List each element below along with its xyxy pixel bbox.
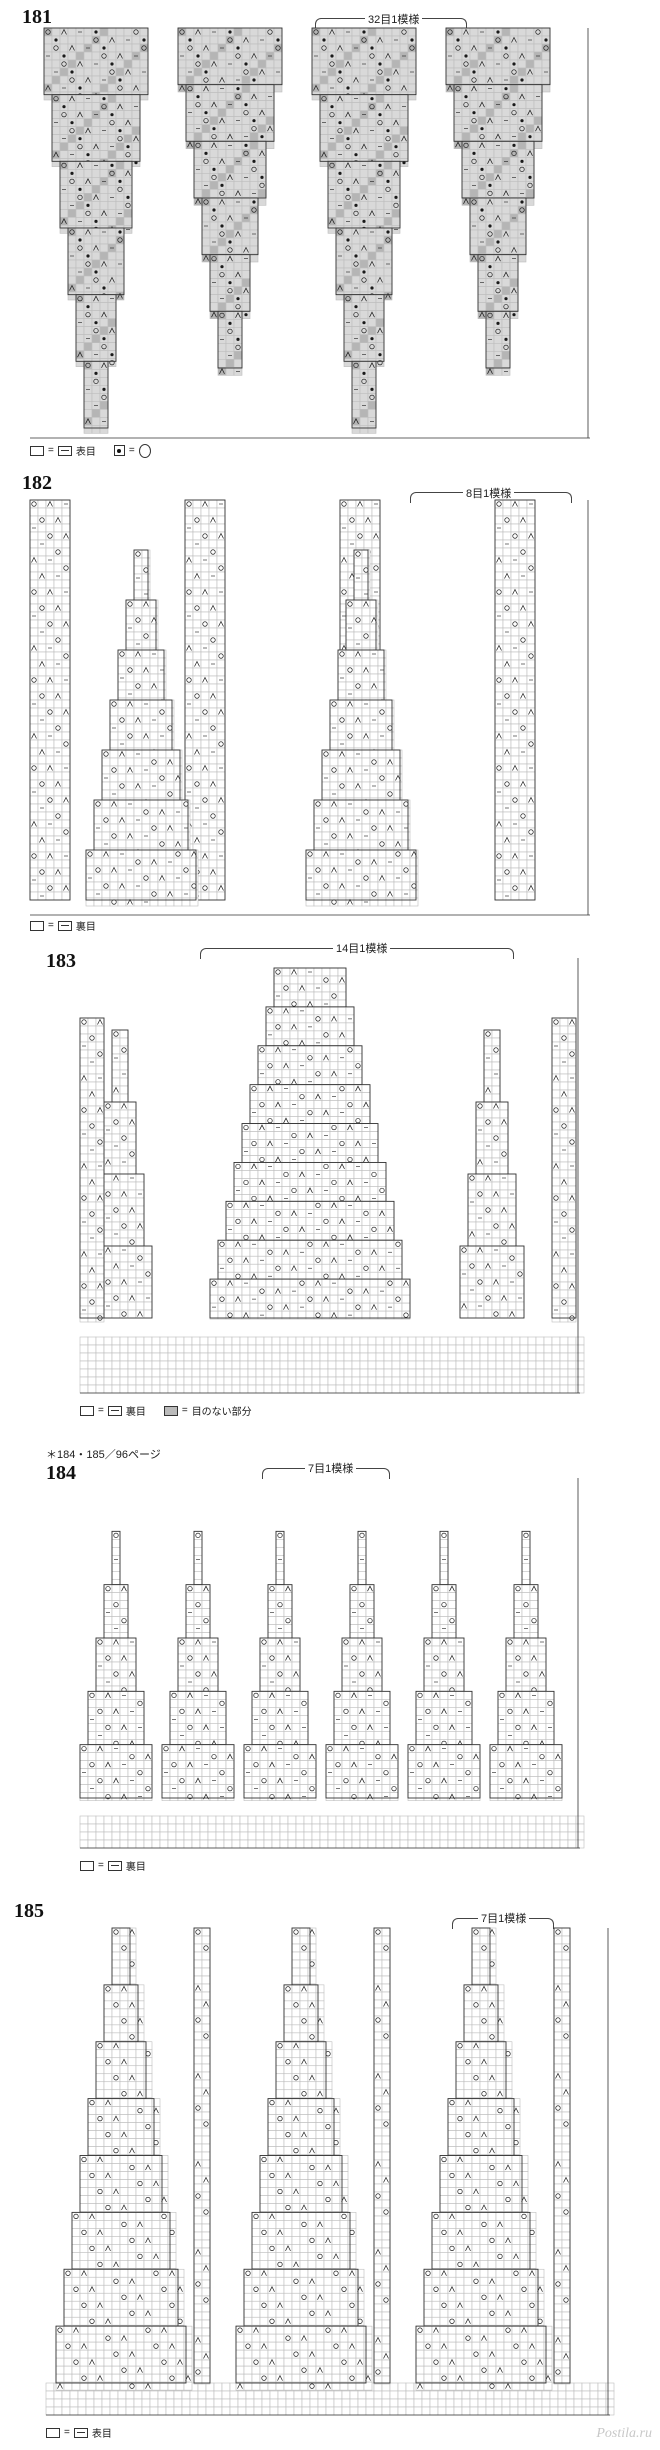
legend-text-183b: 目のない部分 (191, 1407, 252, 1418)
legend-182: = 裏目 (30, 918, 96, 933)
legend-dot-symbol (113, 445, 125, 456)
chart-number-183: 183 (46, 950, 76, 972)
chart-grid-184 (79, 1478, 585, 1849)
legend-dash-symbol (73, 2427, 88, 2438)
chart-number-185: 185 (14, 1900, 44, 1922)
legend-circle-symbol (138, 443, 151, 458)
chart-number-184: 184 (46, 1462, 76, 1484)
legend-text-183: 裏目 (125, 1407, 146, 1418)
chart-grid-185 (45, 1927, 615, 2416)
legend-blank-symbol (30, 920, 44, 931)
legend-text-185: 表目 (91, 2429, 112, 2440)
legend-dash-symbol (57, 920, 72, 931)
grid-cells (43, 27, 551, 434)
chart-number-182: 182 (22, 472, 52, 494)
legend-blank-symbol (30, 445, 44, 456)
legend-183: = 裏目 = 目のない部分 (80, 1403, 252, 1418)
legend-184: = 裏目 (80, 1858, 146, 1873)
grid-cells (45, 1927, 615, 2416)
legend-blank-symbol (80, 1405, 94, 1416)
watermark: Postila.ru (596, 2426, 652, 2441)
legend-dash-symbol (107, 1860, 122, 1871)
grid-cells (79, 967, 585, 1394)
repeat-label-181: 32目1模様 (365, 11, 423, 27)
legend-dash-symbol (57, 445, 72, 456)
grid-cells (79, 1530, 585, 1849)
legend-text-181: 表目 (75, 447, 96, 458)
chart-grid-183 (79, 958, 585, 1394)
legend-blank-symbol (80, 1860, 94, 1871)
chart-grid-182 (29, 499, 590, 916)
repeat-label-184: 7目1模様 (305, 1460, 357, 1476)
legend-181: = 表目 = (30, 443, 151, 458)
repeat-label-185: 7目1模様 (478, 1910, 530, 1926)
legend-text-184: 裏目 (125, 1862, 146, 1873)
page-reference: ＊184・185／96ページ (46, 1449, 161, 1461)
grid-cells (29, 499, 536, 907)
legend-gray-symbol (163, 1405, 178, 1416)
chart-number-181: 181 (22, 6, 52, 28)
legend-blank-symbol (46, 2427, 60, 2438)
repeat-label-183: 14目1模様 (333, 940, 391, 956)
repeat-label-182: 8目1模様 (463, 485, 515, 501)
legend-185: = 表目 (46, 2425, 112, 2440)
legend-dash-symbol (107, 1405, 122, 1416)
chart-grid-181 (30, 27, 590, 439)
legend-text-182: 裏目 (75, 922, 96, 933)
